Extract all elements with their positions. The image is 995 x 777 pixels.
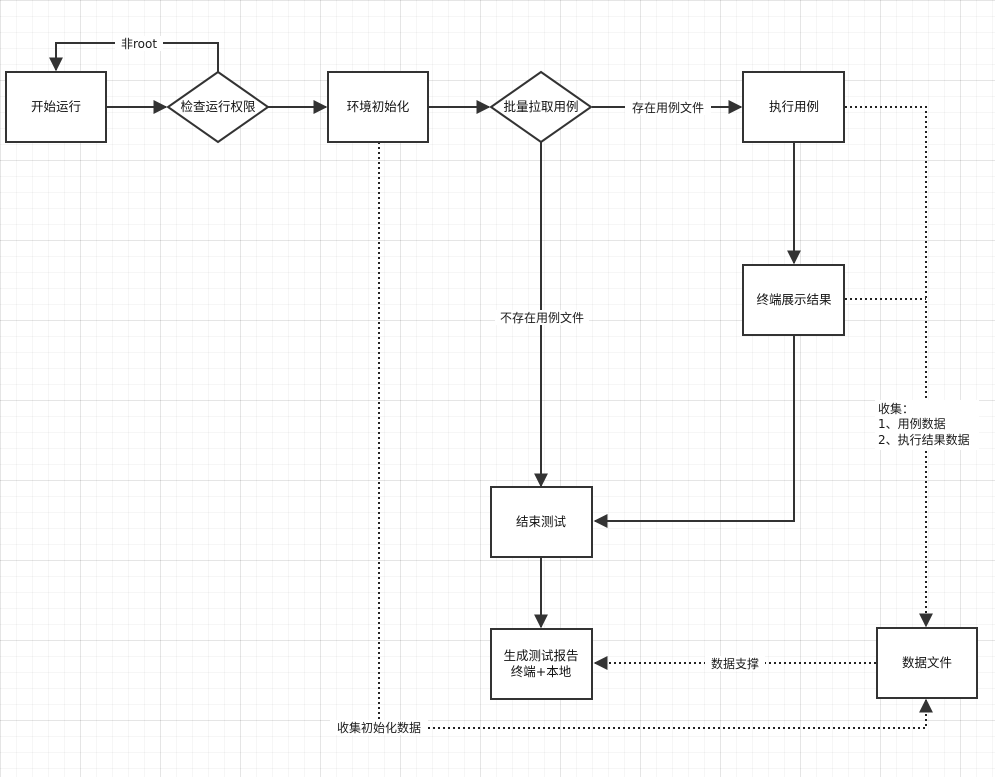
edge-label-has-case-file: 存在用例文件 [632,100,704,115]
node-start[interactable] [5,71,107,143]
edge-labels: 非root 存在用例文件 不存在用例文件 数据支撑 收集初始化数据 [121,37,759,735]
node-report[interactable] [490,628,593,700]
collect-note-line2: 1、用例数据 [878,416,946,431]
node-execute-label: 执行用例 [769,99,819,114]
dotted-connectors [378,106,933,729]
collect-note-line1: 收集： [878,401,914,416]
collect-note-line3: 2、执行结果数据 [878,432,970,447]
node-execute[interactable] [742,71,845,143]
collect-note: 收集： 1、用例数据 2、执行结果数据 [878,401,970,447]
edge-label-no-case-file: 不存在用例文件 [500,310,584,325]
node-data-file[interactable] [876,627,978,699]
edge-execute-to-datafile [845,106,933,628]
node-batch-pull[interactable] [489,70,593,144]
node-env-init[interactable] [327,71,429,143]
edge-label-collect-init-data: 收集初始化数据 [337,720,421,735]
node-labels: 开始运行 检查运行权限 环境初始化 批量拉取用例 执行用例 终端展示结果 结束测… [31,99,952,679]
node-report-label-line1: 生成测试报告 [503,648,578,663]
node-start-label: 开始运行 [31,99,81,114]
edge-label-data-support: 数据支撑 [711,656,759,671]
node-check-permission[interactable] [166,70,270,144]
node-batch-pull-label: 批量拉取用例 [503,99,578,114]
edge-display-to-end [593,335,795,528]
node-end-test[interactable] [490,486,593,558]
edge-label-non-root: 非root [121,37,157,51]
edge-env-to-datafile [378,142,933,729]
label-masks [115,36,979,735]
node-report-label-line2: 终端+本地 [511,664,572,679]
node-env-init-label: 环境初始化 [347,99,410,114]
node-data-file-label: 数据文件 [902,655,952,670]
node-end-test-label: 结束测试 [516,514,567,529]
node-terminal-display[interactable] [742,264,845,336]
nodes [5,70,978,700]
node-check-permission-label: 检查运行权限 [180,99,256,114]
node-terminal-display-label: 终端展示结果 [756,292,832,307]
